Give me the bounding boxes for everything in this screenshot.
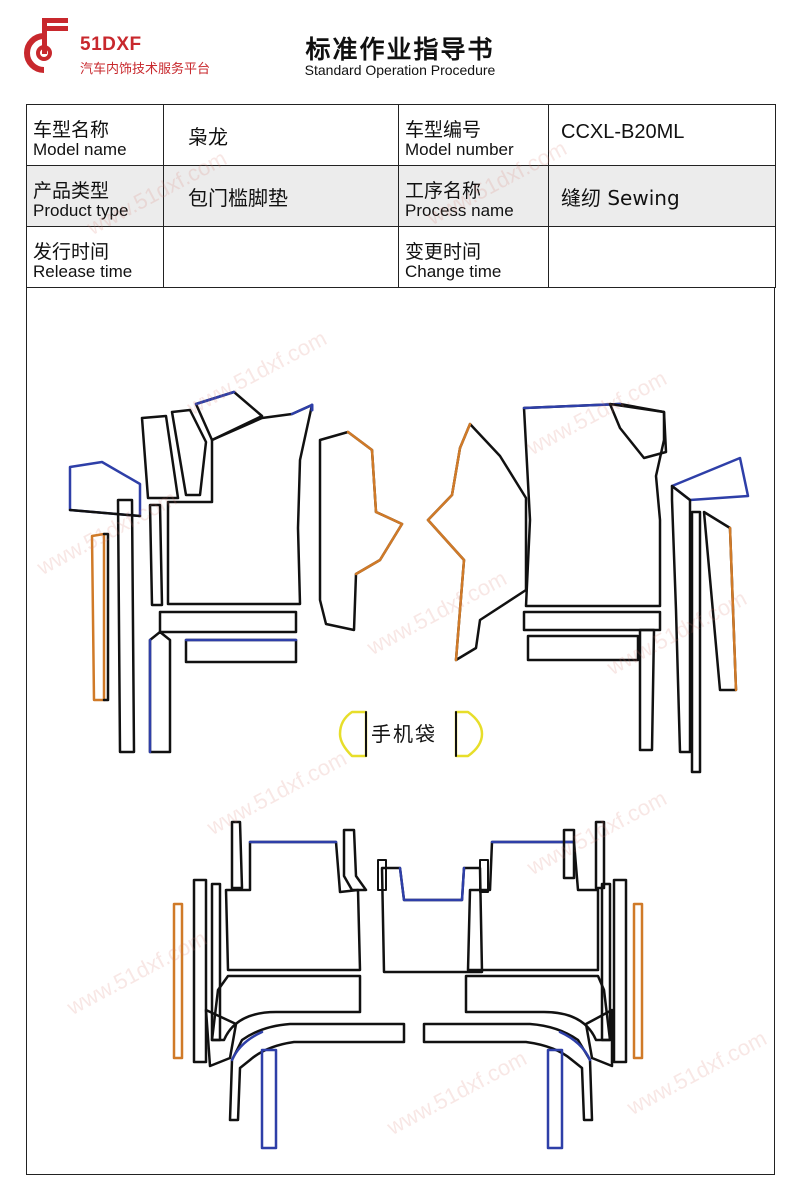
value-text: 枭龙	[188, 125, 228, 149]
value-text: CCXL-B20ML	[561, 121, 685, 143]
label-cn: 发行时间	[33, 241, 110, 263]
label-cn: 产品类型	[33, 180, 110, 202]
label-en: Process name	[405, 201, 514, 220]
logo-mark-icon	[24, 18, 68, 73]
value-product-type: 包门槛脚垫	[163, 165, 399, 227]
label-change-time: 变更时间 Change time	[398, 226, 549, 288]
value-text: 缝纫 Sewing	[561, 186, 680, 210]
value-text: 包门槛脚垫	[188, 186, 288, 210]
label-en: Release time	[33, 262, 133, 281]
phone-pocket-label: 手机袋	[371, 722, 437, 746]
label-model-number: 车型编号 Model number	[398, 104, 549, 166]
logo: 51DXF 汽车内饰技术服务平台	[22, 18, 232, 78]
table-row: 产品类型 Product type 包门槛脚垫 工序名称 Process nam…	[26, 165, 776, 227]
value-model-number: CCXL-B20ML	[548, 104, 776, 166]
label-cn: 车型编号	[405, 119, 482, 141]
page-subtitle: Standard Operation Procedure	[304, 62, 496, 78]
label-en: Product type	[33, 201, 129, 220]
logo-slogan: 汽车内饰技术服务平台	[80, 62, 211, 77]
pattern-drawing-area	[26, 288, 775, 1175]
label-en: Change time	[405, 262, 502, 281]
logo-brand: 51DXF	[80, 34, 142, 55]
label-release-time: 发行时间 Release time	[26, 226, 164, 288]
label-cn: 变更时间	[405, 241, 482, 263]
label-en: Model number	[405, 140, 514, 159]
page-title: 标准作业指导书	[305, 35, 495, 64]
value-change-time	[548, 226, 776, 288]
label-cn: 车型名称	[33, 119, 110, 141]
label-cn: 工序名称	[405, 180, 482, 202]
value-model-name: 枭龙	[163, 104, 399, 166]
value-release-time	[163, 226, 399, 288]
info-table: 车型名称 Model name 枭龙 车型编号 Model number CCX…	[26, 104, 776, 288]
label-en: Model name	[33, 140, 127, 159]
value-process-name: 缝纫 Sewing	[548, 165, 776, 227]
label-model-name: 车型名称 Model name	[26, 104, 164, 166]
table-row: 发行时间 Release time 变更时间 Change time	[26, 226, 776, 288]
table-row: 车型名称 Model name 枭龙 车型编号 Model number CCX…	[26, 104, 776, 166]
label-process-name: 工序名称 Process name	[398, 165, 549, 227]
label-product-type: 产品类型 Product type	[26, 165, 164, 227]
